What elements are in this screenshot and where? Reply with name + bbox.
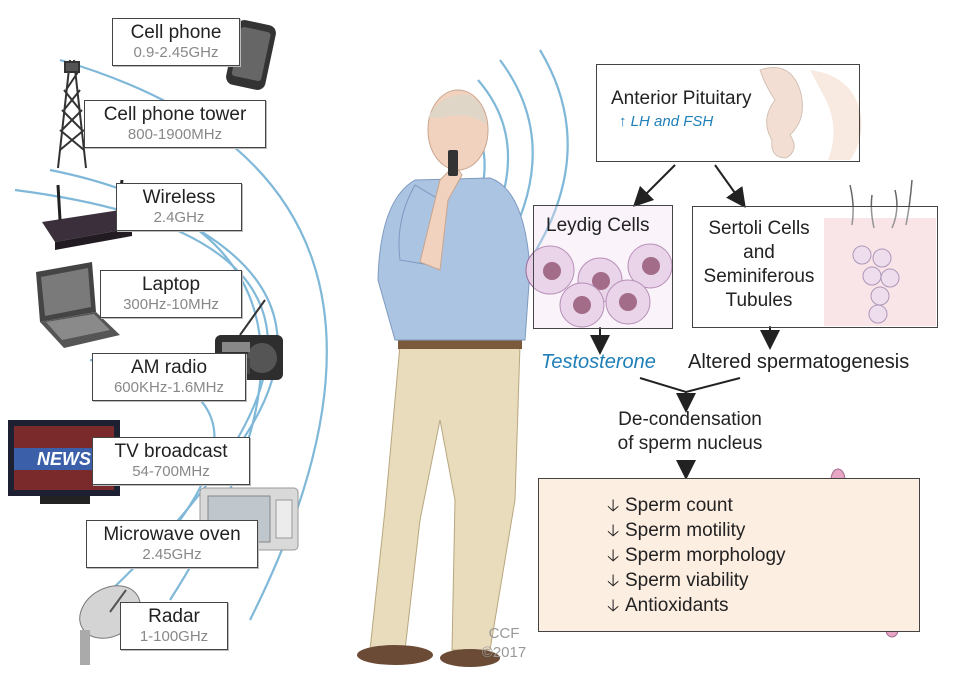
- source-name: Cell phone: [130, 22, 222, 43]
- source-wireless: Wireless 2.4GHz: [116, 183, 242, 231]
- effect-label: Sperm morphology: [625, 545, 786, 566]
- source-name: Laptop: [141, 274, 201, 295]
- source-name: AM radio: [130, 357, 208, 378]
- decondensation-text: De-condensation of sperm nucleus: [600, 408, 780, 456]
- source-microwave-oven: Microwave oven 2.45GHz: [86, 520, 258, 568]
- source-laptop: Laptop 300Hz-10MHz: [100, 270, 242, 318]
- effect-label: Antioxidants: [625, 595, 729, 616]
- pituitary-effect-row: ↑ LH and FSH: [619, 113, 713, 130]
- down-arrow-icon: 🡣: [607, 571, 620, 590]
- down-arrow-icon: 🡣: [607, 596, 620, 615]
- decondensation-line: of sperm nucleus: [617, 433, 763, 454]
- effect-item: 🡣 Sperm morphology: [607, 543, 786, 568]
- testosterone-label: Testosterone: [541, 351, 656, 373]
- effects-box: 🡣 Sperm count 🡣 Sperm motility 🡣 Sperm morp…: [538, 478, 920, 632]
- down-arrow-icon: 🡣: [607, 496, 620, 515]
- leydig-box: Leydig Cells: [533, 205, 673, 329]
- source-name: Cell phone tower: [103, 104, 247, 125]
- source-frequency: 800-1900MHz: [127, 126, 223, 143]
- person-figure: [357, 89, 531, 667]
- pituitary-illustration: [759, 67, 862, 160]
- pituitary-effect: LH and FSH: [630, 113, 714, 130]
- effect-item: 🡣 Sperm count: [607, 493, 786, 518]
- sertoli-line: Sertoli Cells: [708, 218, 810, 239]
- up-arrow-icon: ↑: [619, 113, 627, 130]
- sertoli-line: and: [743, 242, 775, 263]
- effect-label: Sperm viability: [625, 570, 749, 591]
- source-cell-phone-tower: Cell phone tower 800-1900MHz: [84, 100, 266, 148]
- source-radar: Radar 1-100GHz: [120, 602, 228, 650]
- arrow-pituitary-leydig: [632, 164, 676, 208]
- source-frequency: 600KHz-1.6MHz: [113, 379, 225, 396]
- effect-label: Sperm count: [625, 495, 733, 516]
- laptop-icon: [36, 262, 120, 348]
- source-frequency: 2.45GHz: [142, 546, 202, 563]
- sertoli-line: Seminiferous: [703, 266, 815, 287]
- cell-tower-icon: [57, 59, 87, 169]
- source-frequency: 54-700MHz: [132, 463, 210, 480]
- effect-item: 🡣 Antioxidants: [607, 593, 786, 618]
- spermatogenesis-label: Altered spermatogenesis: [688, 351, 910, 373]
- source-name: TV broadcast: [114, 441, 228, 462]
- arrow-merge: [639, 377, 741, 394]
- leydig-cells-illustration: [525, 243, 673, 328]
- source-frequency: 300Hz-10MHz: [123, 296, 219, 313]
- credit-line: CCF: [488, 625, 520, 642]
- effects-list: 🡣 Sperm count 🡣 Sperm motility 🡣 Sperm morp…: [607, 493, 786, 618]
- down-arrow-icon: 🡣: [607, 546, 620, 565]
- tv-screen-text: NEWS: [37, 449, 91, 469]
- source-name: Wireless: [142, 187, 216, 208]
- source-frequency: 2.4GHz: [153, 209, 205, 226]
- effect-item: 🡣 Sperm motility: [607, 518, 786, 543]
- sertoli-text: Sertoli Cells and Seminiferous Tubules: [693, 217, 825, 313]
- down-arrow-icon: 🡣: [607, 521, 620, 540]
- seminiferous-tubule-illustration: [824, 179, 936, 326]
- source-tv-broadcast: TV broadcast 54-700MHz: [92, 437, 250, 485]
- decondensation-line: De-condensation: [618, 409, 762, 430]
- source-am-radio: AM radio 600KHz-1.6MHz: [92, 353, 246, 401]
- pituitary-box: Anterior Pituitary ↑ LH and FSH: [596, 64, 860, 162]
- effect-item: 🡣 Sperm viability: [607, 568, 786, 593]
- source-name: Microwave oven: [103, 524, 241, 545]
- sertoli-box: Sertoli Cells and Seminiferous Tubules: [692, 206, 938, 328]
- credit: CCF ©2017: [474, 624, 534, 662]
- sertoli-line: Tubules: [725, 290, 793, 311]
- wave-arc: [529, 49, 569, 261]
- source-name: Radar: [148, 606, 200, 627]
- credit-line: ©2017: [481, 644, 527, 661]
- flow-arrows: [590, 164, 780, 480]
- pituitary-title: Anterior Pituitary: [611, 88, 752, 109]
- source-frequency: 1-100GHz: [139, 628, 209, 645]
- leydig-title: Leydig Cells: [546, 215, 650, 236]
- source-cell-phone: Cell phone 0.9-2.45GHz: [112, 18, 240, 66]
- wave-arc: [159, 208, 279, 471]
- arrow-pituitary-sertoli: [714, 164, 746, 209]
- effect-label: Sperm motility: [625, 520, 746, 541]
- source-frequency: 0.9-2.45GHz: [133, 44, 219, 61]
